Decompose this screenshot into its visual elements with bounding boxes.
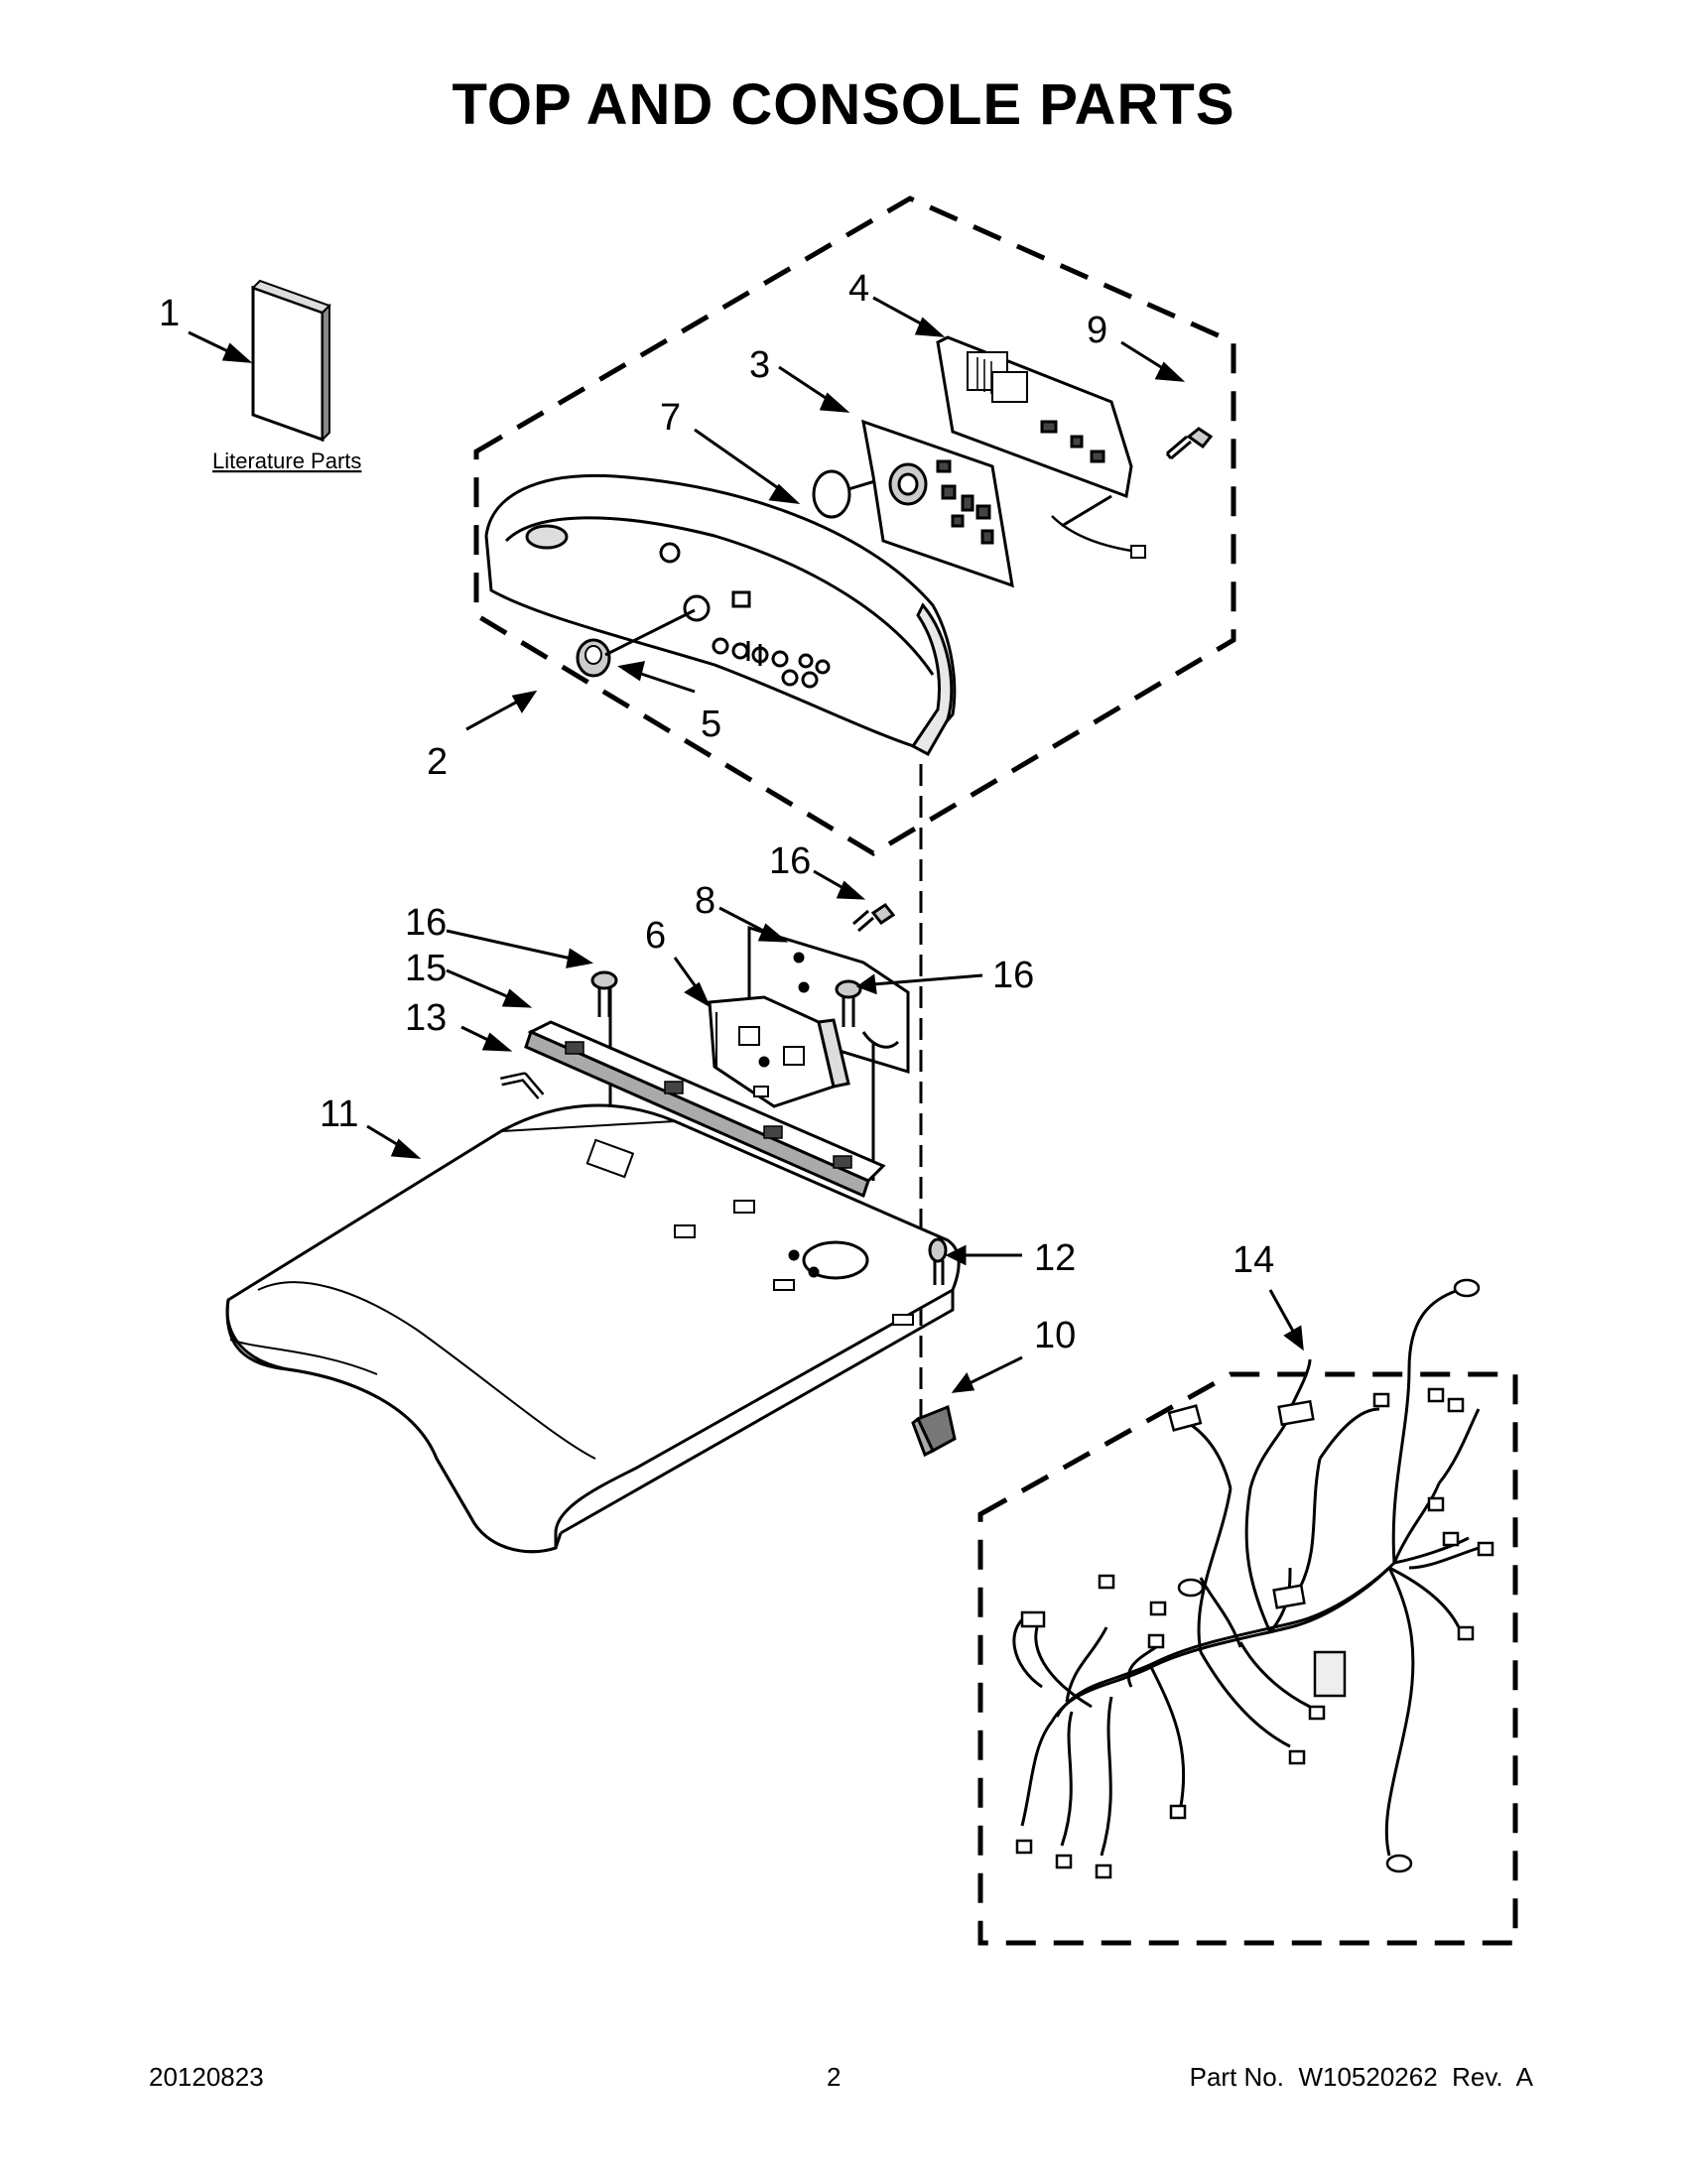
harness-connectors — [1015, 1278, 1494, 1879]
literature-parts-label: Literature Parts — [212, 449, 361, 473]
callout-13: 13 — [405, 997, 447, 1039]
screw-16-right — [835, 979, 862, 1027]
callout-8: 8 — [695, 880, 715, 922]
callout-5: 5 — [701, 704, 721, 745]
callout-9: 9 — [1087, 310, 1107, 351]
knob-insert — [812, 469, 851, 519]
footer-part-number: Part No. W10520262 Rev. A — [1189, 2062, 1533, 2092]
harness-group-outline — [977, 1371, 1518, 1946]
callout-16-right: 16 — [992, 955, 1034, 996]
callout-numbers: 1 2 3 4 5 6 7 8 9 10 11 12 13 14 15 16 1… — [159, 268, 1274, 1356]
callout-16-top: 16 — [769, 840, 811, 882]
callout-3: 3 — [749, 344, 770, 386]
console-screw — [1165, 427, 1214, 460]
console-panel — [484, 473, 957, 757]
literature-booklet — [251, 279, 331, 443]
callout-2: 2 — [427, 741, 448, 783]
leader-arrows — [188, 296, 1304, 1393]
screw-16-top — [852, 902, 896, 933]
screw-12 — [928, 1237, 948, 1285]
control-knob — [576, 638, 611, 678]
callout-4: 4 — [848, 268, 869, 310]
callout-14: 14 — [1233, 1239, 1274, 1281]
callout-16-left: 16 — [405, 902, 447, 944]
top-panel — [225, 1103, 961, 1554]
callout-6: 6 — [645, 915, 666, 957]
clip-10 — [911, 1404, 957, 1458]
callout-7: 7 — [660, 397, 681, 439]
callout-12: 12 — [1034, 1237, 1076, 1279]
screw-16-left — [590, 970, 618, 1017]
callout-11: 11 — [320, 1093, 358, 1135]
callout-15: 15 — [405, 948, 447, 989]
electronic-control — [708, 995, 850, 1108]
user-interface-board — [936, 335, 1133, 499]
console-group-outline — [473, 195, 1236, 856]
control-board — [861, 419, 1014, 588]
page-title: TOP AND CONSOLE PARTS — [452, 72, 1235, 137]
footer-date: 20120823 — [149, 2062, 264, 2092]
support-strip — [524, 1020, 886, 1199]
callout-1: 1 — [159, 293, 180, 334]
footer-page-number: 2 — [827, 2062, 842, 2092]
callout-10: 10 — [1034, 1315, 1076, 1356]
